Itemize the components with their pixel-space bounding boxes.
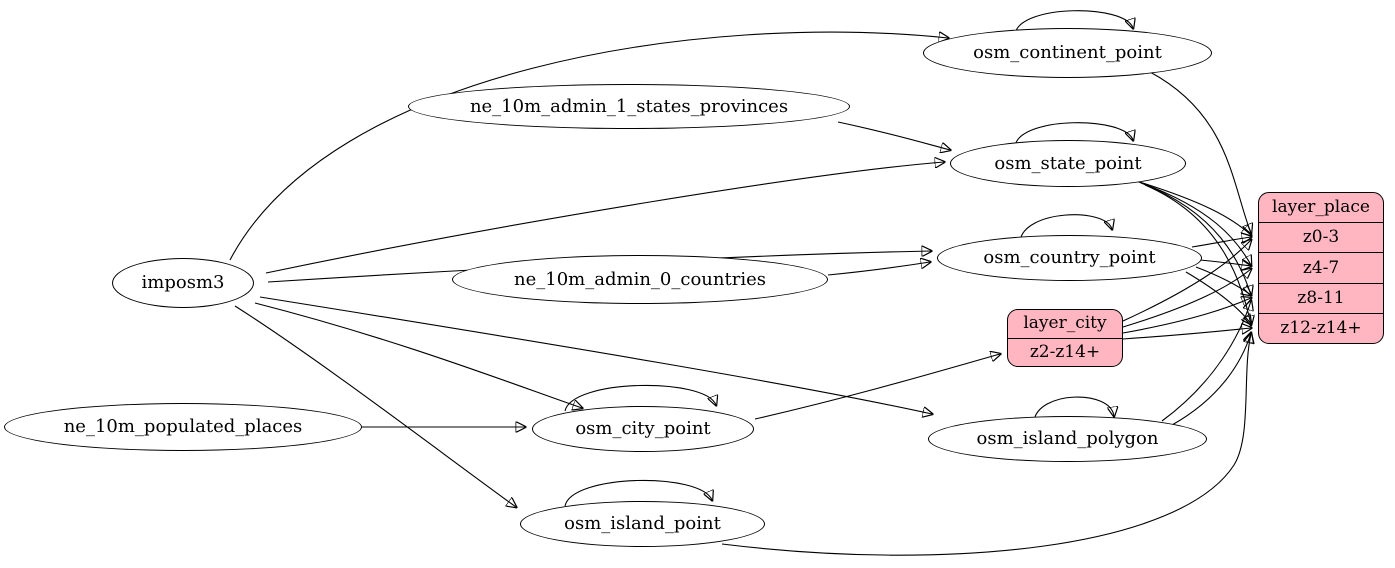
edge-osm_state_point-layer_place-z4-7 bbox=[1135, 180, 1251, 265]
edge-ne_10m_admin_1_states_provinces-osm_state_point bbox=[837, 121, 950, 150]
layer-place-title: layer_place bbox=[1272, 197, 1370, 218]
node-ne-10m-populated-places-label: ne_10m_populated_places bbox=[63, 416, 303, 437]
edge-layer_city-layer_place-z4-7 bbox=[1122, 269, 1251, 328]
edge-imposm3-osm_island_point bbox=[234, 305, 516, 507]
node-osm-country-point: osm_country_point bbox=[937, 235, 1202, 281]
layer-place-row-z0-3: z0-3 bbox=[1259, 222, 1383, 252]
edge-osm_state_point-layer_place-z0-3 bbox=[1129, 178, 1251, 235]
node-osm-state-point: osm_state_point bbox=[950, 140, 1186, 187]
edge-osm_country_point-layer_place-z12-z14 bbox=[1185, 271, 1251, 324]
layer-place-row-z12-z14: z12-z14+ bbox=[1259, 312, 1383, 343]
node-osm-state-point-label: osm_state_point bbox=[994, 152, 1142, 174]
layer-place-row-z12-z14-label: z12-z14+ bbox=[1280, 317, 1362, 338]
node-ne-10m-admin-0-countries: ne_10m_admin_0_countries bbox=[452, 255, 828, 304]
layer-city-row-z2-z14-label: z2-z14+ bbox=[1029, 341, 1101, 362]
node-osm-continent-point: osm_continent_point bbox=[923, 28, 1212, 78]
edge-osm_country_point-layer_place-z4-7 bbox=[1199, 260, 1251, 266]
node-osm-island-polygon-label: osm_island_polygon bbox=[976, 428, 1159, 449]
edge-self-osm_island_polygon bbox=[1033, 396, 1114, 422]
layer-city-row-z2-z14: z2-z14+ bbox=[1008, 337, 1122, 367]
layer-place-row-z4-7: z4-7 bbox=[1259, 252, 1383, 282]
layer-place-row-z8-11-label: z8-11 bbox=[1297, 287, 1345, 308]
node-ne-10m-admin-1-states-provinces-label: ne_10m_admin_1_states_provinces bbox=[469, 95, 789, 117]
node-imposm3-label: imposm3 bbox=[141, 272, 225, 293]
edge-osm_state_point-layer_place-z8-11 bbox=[1140, 182, 1251, 295]
edge-osm_country_point-layer_place-z0-3 bbox=[1191, 237, 1251, 248]
edge-layer_city-layer_place-z12-z14 bbox=[1122, 328, 1251, 340]
node-osm-city-point-label: osm_city_point bbox=[575, 418, 711, 439]
edge-imposm3-osm_city_point bbox=[254, 302, 582, 408]
node-osm-country-point-label: osm_country_point bbox=[983, 247, 1156, 268]
edge-imposm3-osm_state_point bbox=[265, 162, 944, 274]
node-ne-10m-admin-1-states-provinces: ne_10m_admin_1_states_provinces bbox=[408, 84, 850, 129]
edge-layer_city-layer_place-z0-3 bbox=[1122, 240, 1251, 322]
node-ne-10m-admin-0-countries-label: ne_10m_admin_0_countries bbox=[514, 268, 766, 290]
edge-imposm3-osm_continent_point bbox=[229, 32, 948, 261]
layer-place-row-z0-3-label: z0-3 bbox=[1302, 227, 1340, 248]
edge-osm_island_polygon-layer_place-z8-11 bbox=[1161, 301, 1251, 422]
edge-self-osm_state_point bbox=[1014, 122, 1133, 147]
node-osm-island-point-label: osm_island_point bbox=[564, 513, 721, 534]
edge-self-osm_city_point bbox=[564, 384, 716, 412]
node-osm-island-polygon: osm_island_polygon bbox=[928, 416, 1207, 462]
edge-self-osm_island_point bbox=[564, 479, 712, 507]
node-osm-island-point: osm_island_point bbox=[520, 501, 765, 547]
edge-ne_10m_admin_0_countries-osm_country_point bbox=[827, 262, 930, 276]
edge-osm_country_point-layer_place-z8-11 bbox=[1195, 266, 1251, 295]
node-osm-continent-point-label: osm_continent_point bbox=[973, 42, 1162, 63]
node-osm-city-point: osm_city_point bbox=[532, 406, 754, 452]
edge-osm_island_polygon-layer_place-z12-z14 bbox=[1171, 333, 1251, 426]
node-layer-place: layer_place z0-3 z4-7 z8-11 z12-z14+ bbox=[1258, 192, 1384, 344]
edge-osm_island_point-layer_place-z12-z14 bbox=[721, 334, 1251, 556]
layer-city-title: layer_city bbox=[1023, 313, 1107, 334]
node-ne-10m-populated-places: ne_10m_populated_places bbox=[4, 403, 362, 451]
layer-place-row-z4-7-label: z4-7 bbox=[1302, 257, 1340, 278]
layer-city-header: layer_city bbox=[1008, 310, 1122, 338]
edge-imposm3-osm_island_polygon bbox=[259, 296, 932, 414]
edge-self-osm_continent_point bbox=[1014, 10, 1133, 35]
edge-osm_continent_point-layer_place-z0-3 bbox=[1149, 71, 1251, 233]
edge-osm_city_point-layer_city-z2-z14 bbox=[754, 354, 1000, 420]
node-layer-city: layer_city z2-z14+ bbox=[1007, 309, 1123, 367]
layer-place-header: layer_place bbox=[1259, 193, 1383, 222]
node-imposm3: imposm3 bbox=[112, 258, 254, 308]
edge-self-osm_country_point bbox=[1019, 214, 1112, 242]
layer-place-row-z8-11: z8-11 bbox=[1259, 282, 1383, 313]
